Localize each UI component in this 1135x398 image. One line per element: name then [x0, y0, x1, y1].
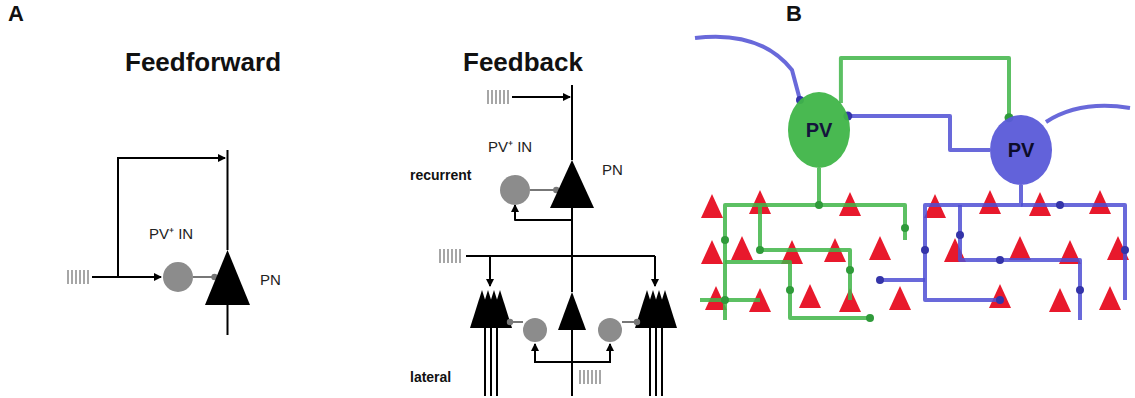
- pyramidal-cell: [1049, 288, 1071, 312]
- pyramidal-cell: [701, 194, 723, 218]
- node-label: PN: [602, 162, 623, 179]
- motif-label: recurrent: [410, 168, 471, 183]
- pv-cell: PV: [990, 115, 1052, 185]
- pyramidal-cell: [889, 286, 911, 310]
- node-label: PV: [990, 139, 1052, 161]
- node-shape: [163, 262, 193, 292]
- axon-connector: [841, 58, 1009, 118]
- feedback-wires: [466, 85, 662, 396]
- blue-axon: [695, 37, 1130, 320]
- node-outline: [163, 262, 193, 292]
- spike-ticks: [440, 249, 600, 384]
- pyramidal-cell: [1009, 236, 1031, 260]
- panel-title: Feedforward: [125, 48, 281, 77]
- interneuron-circle: PV⁺ IN: [500, 175, 530, 205]
- pyramidal-cell: [799, 284, 821, 308]
- pyramidal-cell: [1089, 190, 1111, 214]
- pyramidal-cell: [989, 284, 1011, 308]
- pyramidal-neuron: PN: [550, 160, 594, 208]
- axon-connector: [848, 116, 990, 150]
- panel-letter: B: [786, 2, 802, 26]
- node-outline: [550, 160, 594, 208]
- pyramidal-cell: [1099, 286, 1121, 310]
- node-outline: [500, 175, 530, 205]
- green-boutons: [721, 201, 909, 322]
- node-outline: [990, 115, 1052, 185]
- pyramidal-cell: [701, 240, 723, 264]
- pyramidal-cell: [979, 190, 1001, 214]
- green-axon: [700, 168, 905, 320]
- synapse-connector: [530, 189, 556, 191]
- panel-letter: A: [8, 2, 24, 26]
- panel-title: Feedback: [463, 48, 583, 77]
- pyramidal-neuron: PN: [205, 250, 250, 305]
- node-label: PV⁺ IN: [149, 226, 193, 243]
- pv-cell: PV: [788, 92, 850, 168]
- node-label: PV⁺ IN: [488, 139, 532, 156]
- pyramidal-cells: [701, 190, 1129, 312]
- node-shape: [500, 175, 530, 205]
- motif-label: lateral: [410, 370, 451, 385]
- node-label: PN: [260, 272, 281, 289]
- node-shape: [550, 160, 594, 208]
- lateral-interneurons: [510, 318, 637, 342]
- input-wires: [92, 150, 228, 335]
- node-shape: [205, 250, 250, 305]
- node-outline: [788, 92, 850, 168]
- synapse-connector: [193, 276, 215, 278]
- node-outline: [205, 250, 250, 305]
- lateral-neurons: [470, 290, 677, 330]
- node-label: PV: [788, 119, 850, 141]
- pyramidal-cell: [869, 236, 891, 260]
- pyramidal-cell: [731, 236, 753, 260]
- interneuron-circle: PV⁺ IN: [163, 262, 193, 292]
- spike-ticks: [68, 270, 88, 284]
- spike-ticks: [488, 90, 508, 104]
